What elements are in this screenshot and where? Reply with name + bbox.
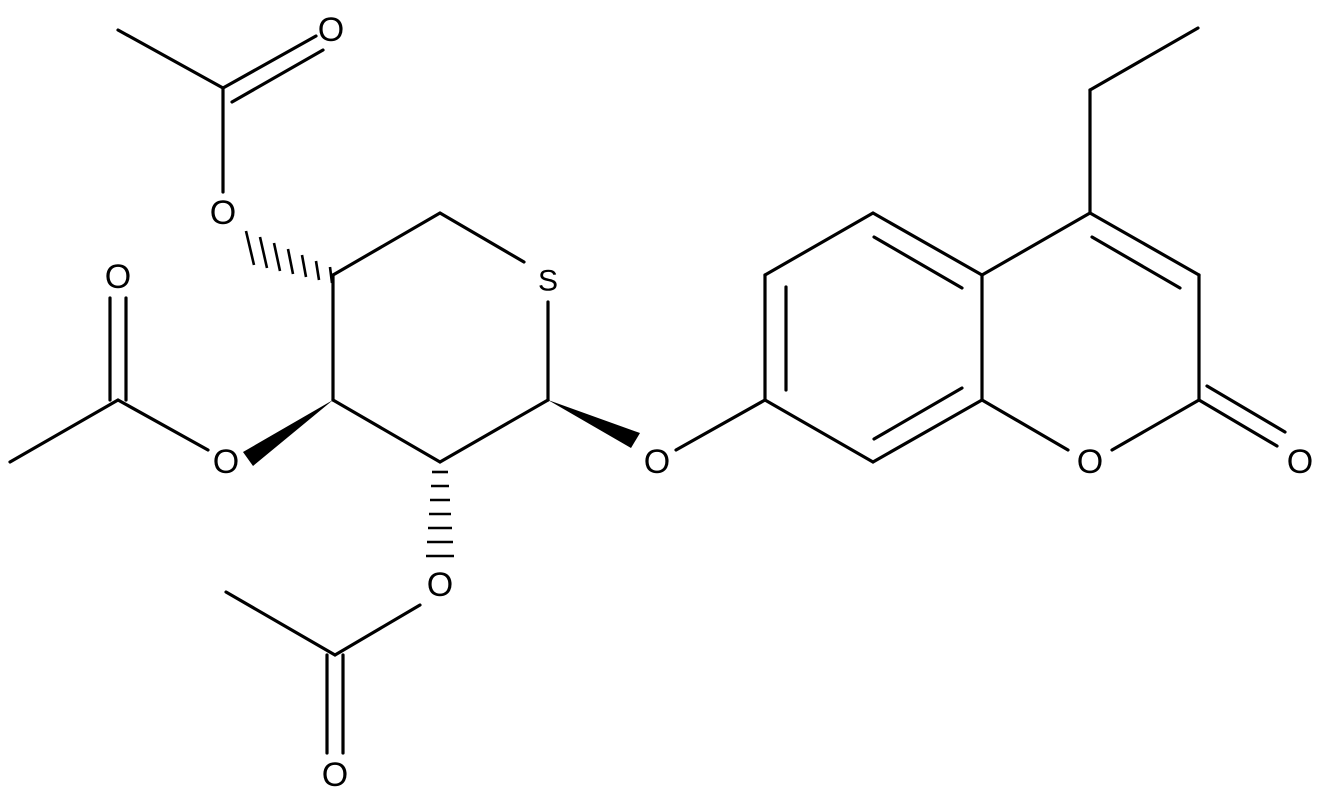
hashed-bond-top — [244, 230, 334, 284]
acetyl-left-group — [8, 296, 210, 464]
coumarin-pyranone-ring — [980, 211, 1287, 452]
bond — [871, 211, 984, 277]
bond — [674, 398, 767, 452]
bond — [1088, 26, 1200, 92]
acetyl-bottom-group — [224, 590, 422, 755]
coumarin-benzene-ring — [763, 211, 984, 464]
bond — [872, 386, 964, 441]
bond — [8, 398, 120, 464]
bond — [221, 34, 318, 90]
atom-label-oxygen: O — [1077, 443, 1103, 481]
atom-label-sulfur: S — [538, 265, 558, 298]
acetyl-top-group — [116, 28, 325, 194]
bond — [331, 211, 442, 277]
wedge-bond-left — [243, 400, 333, 466]
hashed-bond-bottom — [426, 470, 454, 558]
bond — [1205, 384, 1287, 434]
bond — [116, 28, 225, 90]
atom-label-oxygen: O — [322, 756, 348, 794]
wedge-bond-glycosidic — [548, 400, 640, 448]
atom-label-oxygen: O — [213, 443, 239, 481]
bond — [763, 211, 875, 277]
atom-label-oxygen: O — [210, 194, 236, 232]
bond — [116, 398, 210, 452]
bond — [1110, 398, 1201, 452]
bond — [230, 48, 325, 104]
bond — [333, 603, 422, 657]
bond — [438, 211, 526, 264]
bond — [438, 398, 550, 464]
atom-label-oxygen: O — [644, 443, 670, 481]
bond — [871, 398, 984, 464]
bond — [980, 398, 1070, 452]
thiane-ring — [331, 211, 550, 464]
bond — [1090, 235, 1182, 290]
bond — [980, 211, 1092, 277]
bond — [872, 235, 964, 290]
ethyl-group — [1088, 26, 1200, 215]
bond — [1088, 211, 1201, 277]
bond — [331, 398, 442, 464]
atom-label-oxygen: O — [318, 11, 344, 49]
atom-label-oxygen: O — [427, 566, 453, 604]
atom-label-oxygen: O — [1287, 443, 1313, 481]
bond — [1197, 398, 1279, 448]
atom-label-oxygen: O — [105, 258, 131, 296]
bond — [763, 398, 875, 464]
bond — [224, 590, 337, 657]
